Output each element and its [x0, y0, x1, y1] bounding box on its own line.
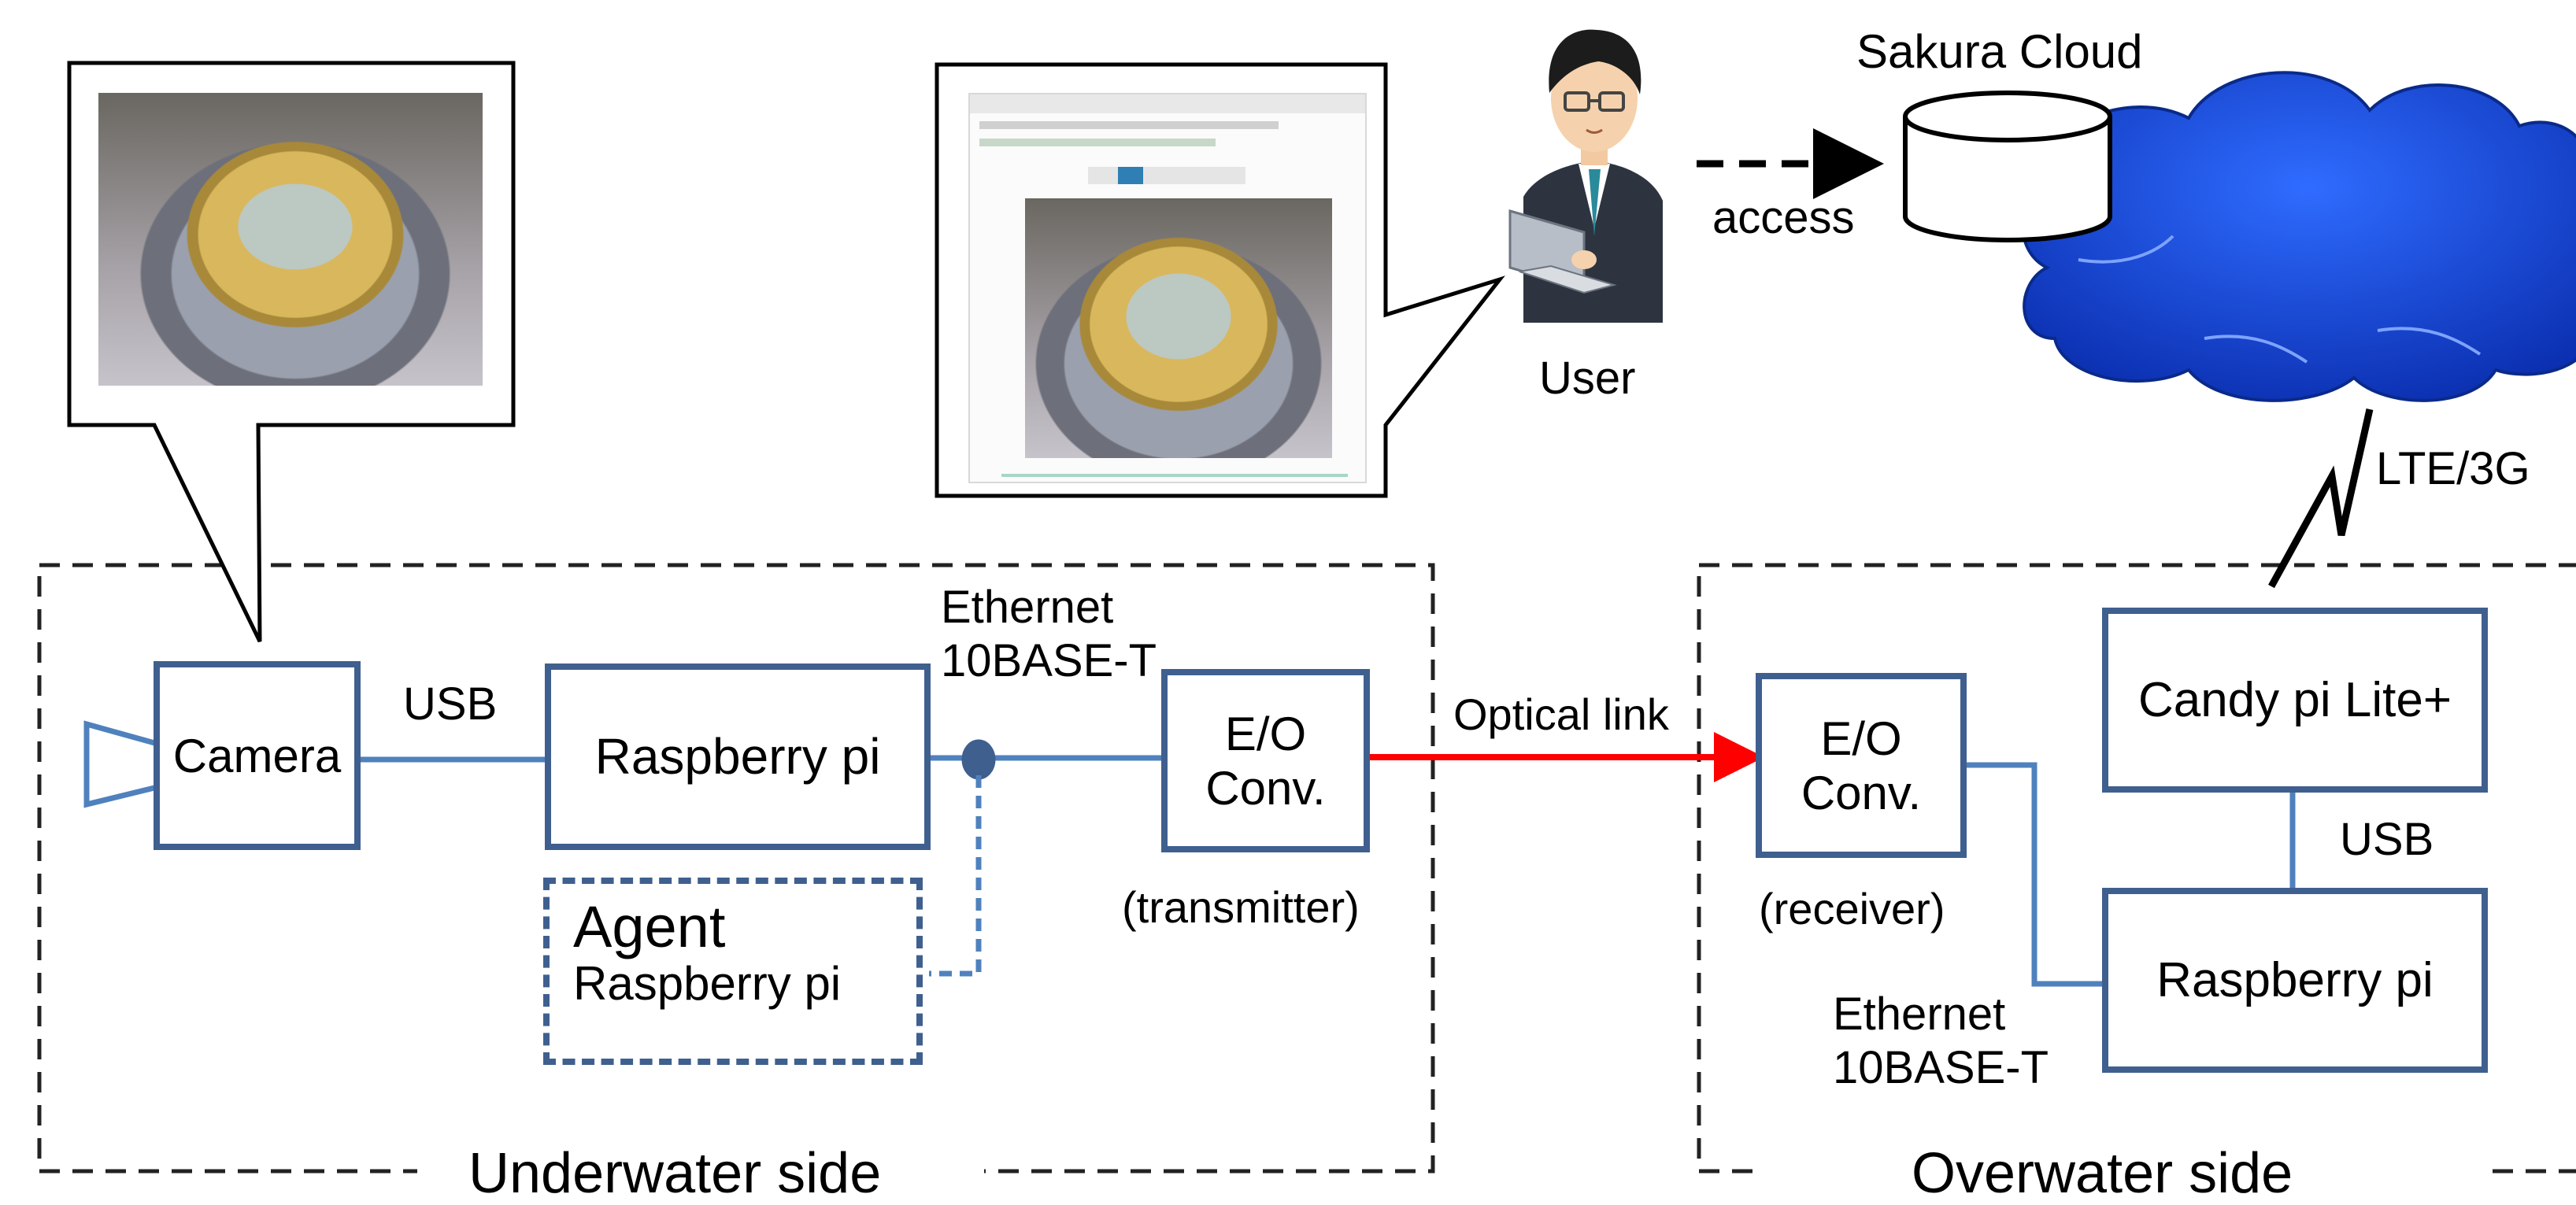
candy-pi-lite-label: Candy pi Lite+ [2137, 672, 2452, 727]
raspberry-pi-label: Raspberry pi [594, 727, 881, 785]
conv-label: Conv. [1801, 766, 1922, 819]
receiver-label: (receiver) [1759, 884, 1945, 933]
user-avatar-icon [1508, 29, 1663, 323]
ethernet-tap-node [961, 739, 996, 780]
raspberry-pi-overwater-box: Raspberry pi [2102, 888, 2488, 1073]
transmitter-label: (transmitter) [1122, 882, 1360, 932]
ethernet-line2: 10BASE-T [1833, 1042, 2049, 1094]
eo-label: E/O [1224, 707, 1307, 760]
underwater-zone [37, 563, 1435, 1174]
ethernet-line2: 10BASE-T [941, 635, 1157, 687]
cloud-icon [2022, 71, 2576, 402]
camera-box: Camera [154, 661, 361, 850]
overwater-side-label: Overwater side [1912, 1142, 2293, 1205]
ethernet-label-overwater: Ethernet 10BASE-T [1833, 988, 2049, 1096]
database-icon [1903, 91, 2112, 242]
eo-converter-transmitter-box: E/O Conv. [1161, 669, 1370, 852]
conv-label: Conv. [1205, 761, 1326, 815]
usb-label-overwater: USB [2340, 814, 2434, 865]
stopwatch-photo [98, 93, 483, 386]
agent-raspberry-pi-label: Raspberry pi [573, 957, 842, 1010]
eo-label: E/O [1820, 712, 1902, 765]
agent-raspberry-pi-box: Agent Raspberry pi [543, 878, 923, 1065]
access-label: access [1712, 192, 1855, 243]
sakura-cloud-label: Sakura Cloud [1856, 25, 2143, 78]
ethernet-wire-overwater [1963, 762, 2105, 987]
lte-3g-label: LTE/3G [2376, 443, 2530, 494]
agent-dashed-wire [929, 775, 982, 977]
ethernet-line1: Ethernet [941, 582, 1114, 633]
wireless-bolt-icon [2268, 408, 2374, 589]
raspberry-pi-underwater-box: Raspberry pi [545, 663, 931, 850]
agent-label: Agent [573, 894, 726, 959]
optical-link-label: Optical link [1453, 689, 1669, 739]
ethernet-label: Ethernet 10BASE-T [941, 581, 1157, 689]
candy-pi-lite-box: Candy pi Lite+ [2102, 608, 2488, 793]
user-label: User [1539, 353, 1636, 404]
eo-converter-receiver-box: E/O Conv. [1756, 673, 1967, 858]
camera-lens-icon [83, 720, 161, 808]
ethernet-line1: Ethernet [1833, 989, 2006, 1040]
web-screenshot [968, 93, 1367, 483]
usb-label: USB [403, 678, 498, 730]
camera-label: Camera [172, 729, 342, 782]
underwater-side-label: Underwater side [468, 1142, 882, 1205]
raspberry-pi-label: Raspberry pi [2156, 952, 2434, 1007]
